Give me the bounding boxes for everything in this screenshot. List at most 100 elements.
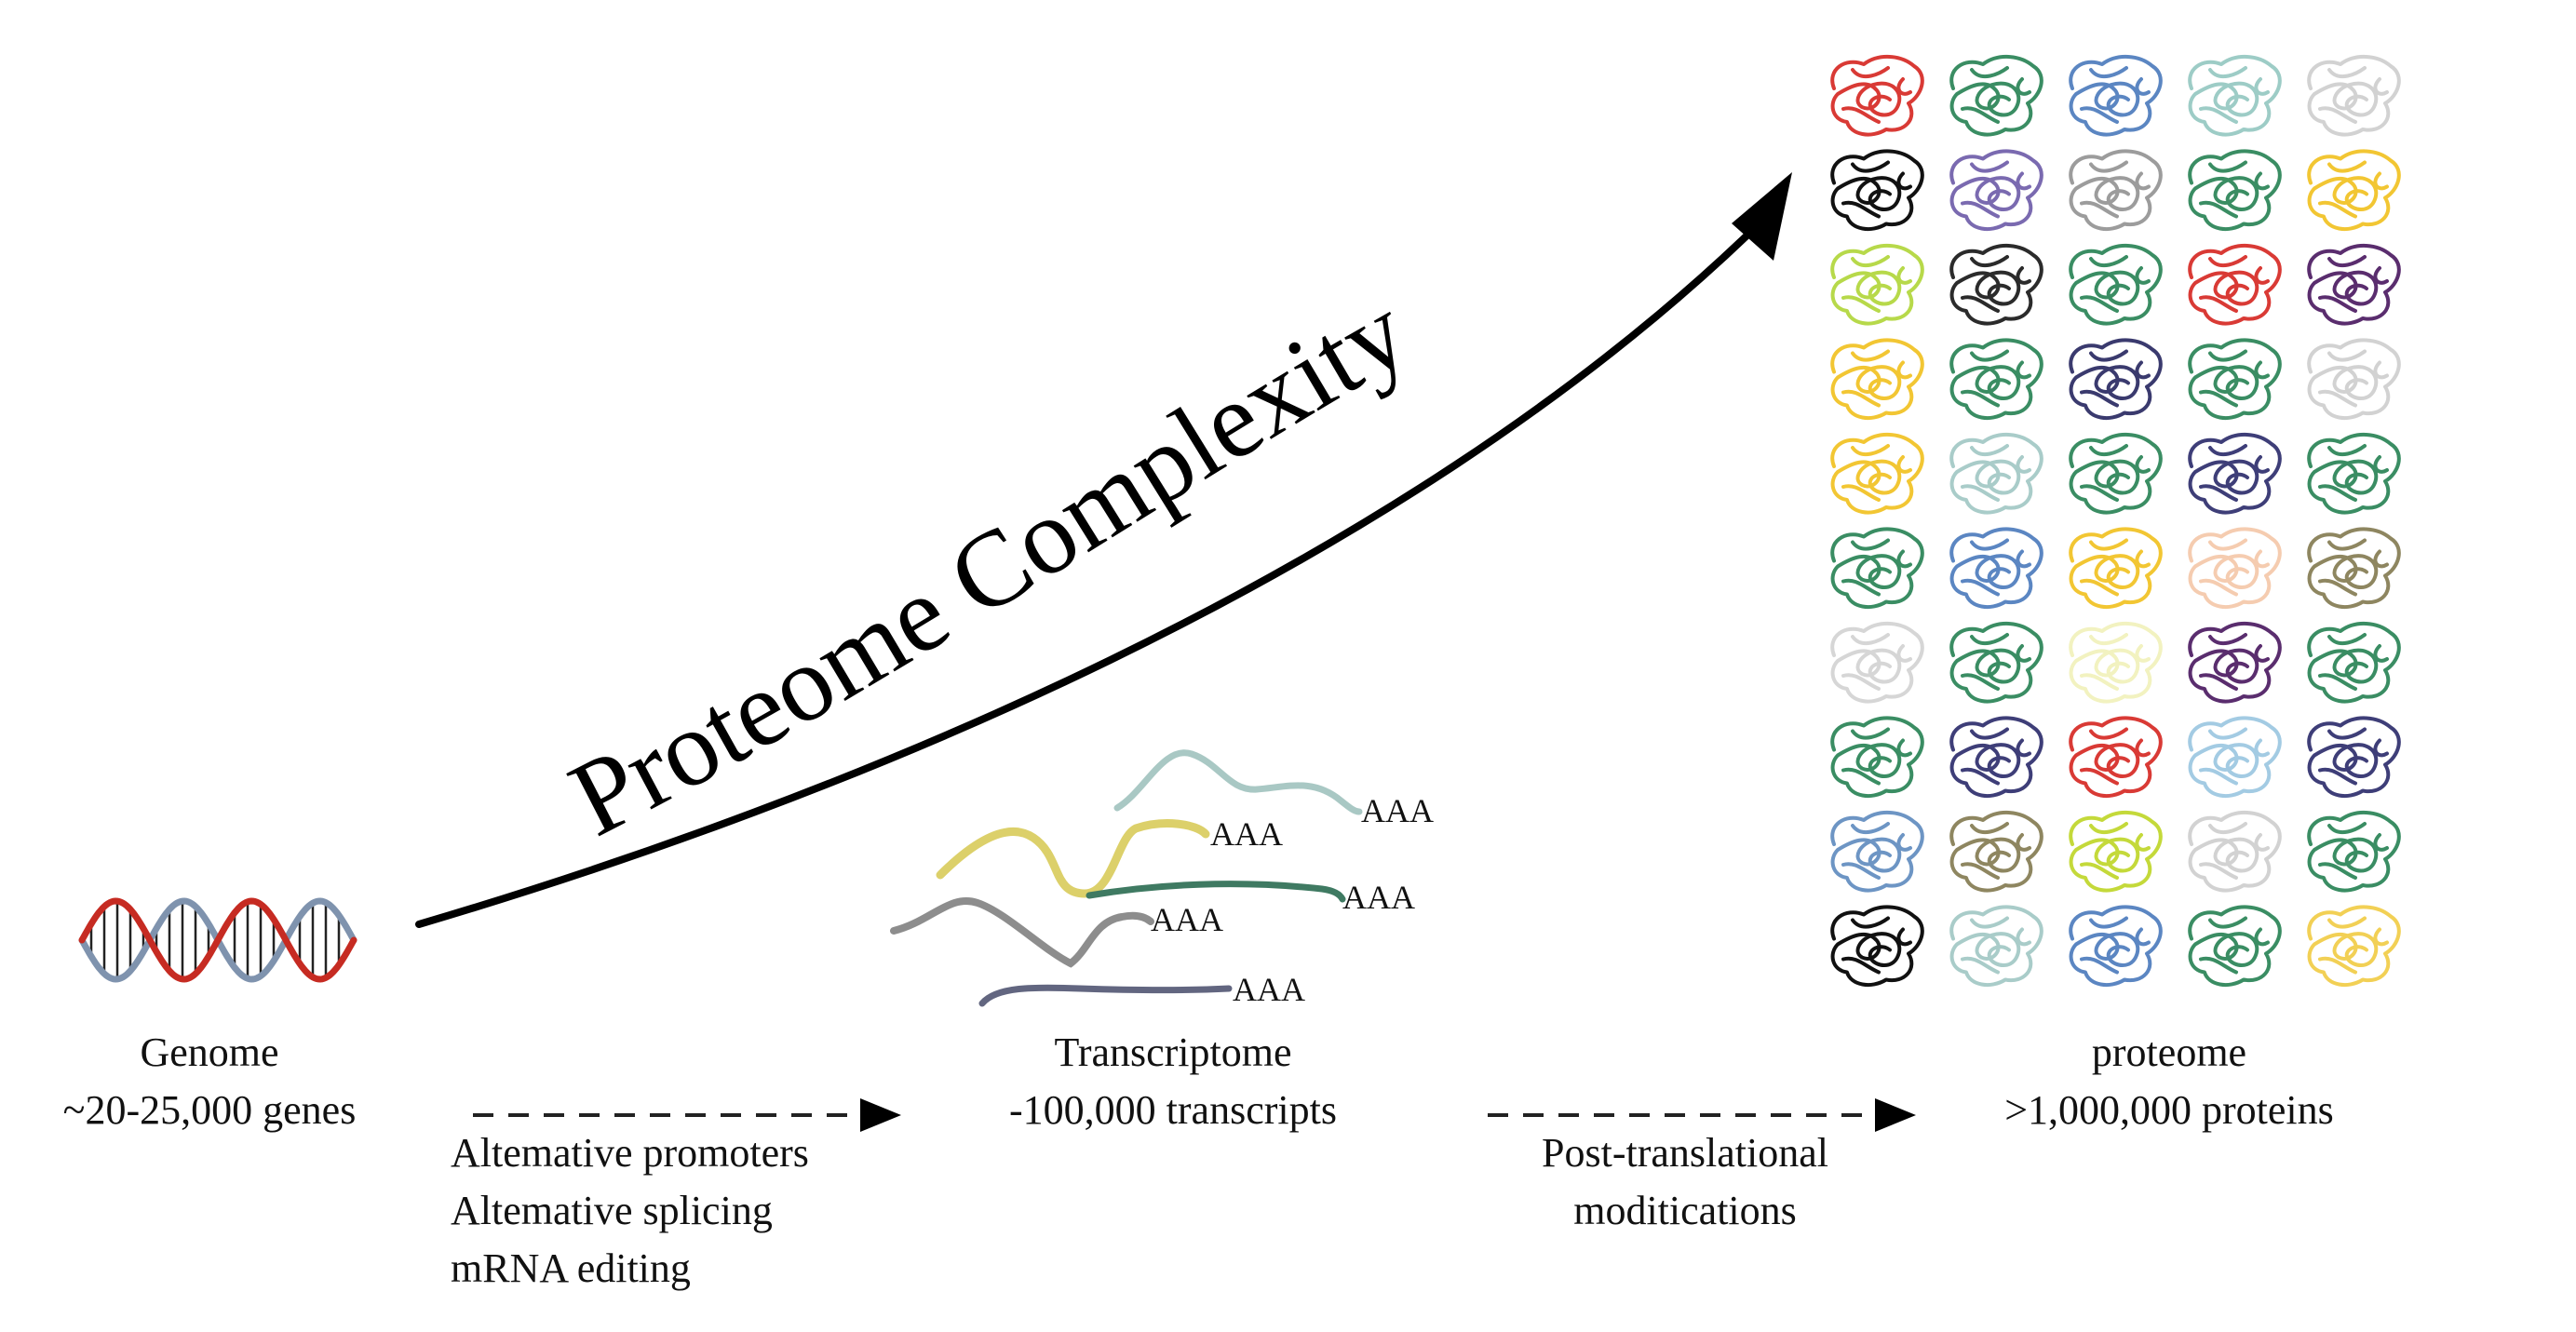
protein-chain bbox=[2069, 338, 2163, 421]
transcriptome-count: -100,000 transcripts bbox=[1009, 1087, 1337, 1133]
protein-icon bbox=[1949, 811, 2043, 893]
process-arrow-2 bbox=[1488, 1098, 1916, 1132]
protein-icon bbox=[2307, 149, 2401, 232]
process-item: mRNA editing bbox=[451, 1245, 691, 1291]
protein-icon bbox=[2307, 716, 2401, 799]
protein-icon bbox=[2069, 622, 2163, 704]
protein-chain bbox=[2307, 716, 2401, 799]
mrna-transcript bbox=[978, 984, 1233, 1007]
protein-icon bbox=[1949, 433, 2043, 515]
protein-icon bbox=[1949, 716, 2043, 799]
protein-icon bbox=[1830, 55, 1924, 137]
protein-icon bbox=[1949, 55, 2043, 137]
protein-chain bbox=[1830, 55, 1924, 137]
protein-grid bbox=[1830, 55, 2401, 988]
protein-chain bbox=[1830, 527, 1924, 610]
protein-icon bbox=[2188, 905, 2282, 988]
process-item: Post-translational bbox=[1542, 1130, 1828, 1176]
proteome-label: proteome >1,000,000 proteins bbox=[1955, 1024, 2383, 1139]
protein-icon bbox=[1830, 527, 1924, 610]
transcriptome-label: Transcriptome -100,000 transcripts bbox=[959, 1024, 1387, 1139]
protein-chain bbox=[1830, 905, 1924, 988]
mrna-transcript bbox=[1113, 749, 1363, 815]
protein-chain bbox=[1949, 622, 2043, 704]
polya-tail-label: AAA bbox=[1210, 815, 1283, 853]
protein-chain bbox=[2188, 527, 2282, 610]
proteome-name: proteome bbox=[2091, 1029, 2247, 1075]
protein-chain bbox=[2188, 338, 2282, 421]
protein-icon bbox=[1949, 905, 2043, 988]
protein-chain bbox=[1949, 811, 2043, 893]
protein-chain bbox=[2307, 811, 2401, 893]
protein-chain bbox=[2188, 149, 2282, 232]
protein-icon bbox=[1949, 244, 2043, 326]
protein-chain bbox=[1949, 716, 2043, 799]
protein-icon bbox=[2307, 622, 2401, 704]
protein-icon bbox=[1949, 622, 2043, 704]
transcription-processes: Altemative promoters Altemative splicing… bbox=[451, 1124, 897, 1298]
protein-icon bbox=[1830, 622, 1924, 704]
protein-chain bbox=[2188, 716, 2282, 799]
translation-processes: Post-translational moditications bbox=[1471, 1124, 1899, 1240]
protein-icon bbox=[1830, 338, 1924, 421]
protein-chain bbox=[1949, 527, 2043, 610]
protein-chain bbox=[1949, 149, 2043, 232]
protein-chain bbox=[2069, 55, 2163, 137]
protein-chain bbox=[2069, 716, 2163, 799]
protein-icon bbox=[1830, 149, 1924, 232]
protein-icon bbox=[2188, 244, 2282, 326]
protein-chain bbox=[1830, 244, 1924, 326]
protein-chain bbox=[1949, 433, 2043, 515]
protein-chain bbox=[1949, 905, 2043, 988]
mrna-transcript bbox=[936, 819, 1210, 898]
dna-strand-red bbox=[78, 897, 357, 983]
protein-chain bbox=[1949, 338, 2043, 421]
complexity-arrow-head bbox=[1732, 172, 1792, 261]
protein-icon bbox=[2188, 149, 2282, 232]
transcript-group: AAA AAA AAA AAA AAA bbox=[890, 749, 1434, 1008]
protein-chain bbox=[1830, 811, 1924, 893]
protein-chain bbox=[2307, 433, 2401, 515]
process-item: Altemative promoters bbox=[451, 1130, 809, 1176]
protein-icon bbox=[2307, 55, 2401, 137]
protein-chain bbox=[2188, 55, 2282, 137]
protein-chain bbox=[1830, 149, 1924, 232]
protein-chain bbox=[2069, 811, 2163, 893]
protein-icon bbox=[2188, 622, 2282, 704]
polya-tail-label: AAA bbox=[1233, 971, 1305, 1008]
protein-icon bbox=[2307, 811, 2401, 893]
mrna-transcript bbox=[1086, 881, 1346, 903]
protein-icon bbox=[1949, 527, 2043, 610]
protein-chain bbox=[2188, 433, 2282, 515]
protein-chain bbox=[1830, 716, 1924, 799]
polya-tail-label: AAA bbox=[1342, 879, 1415, 916]
process-item: Altemative splicing bbox=[451, 1188, 773, 1233]
protein-chain bbox=[1830, 433, 1924, 515]
protein-chain bbox=[2188, 811, 2282, 893]
protein-icon bbox=[2069, 55, 2163, 137]
dna-helix-icon bbox=[78, 897, 357, 983]
protein-chain bbox=[2188, 905, 2282, 988]
genome-label: Genome ~20-25,000 genes bbox=[19, 1024, 400, 1139]
protein-icon bbox=[2069, 527, 2163, 610]
protein-icon bbox=[1830, 811, 1924, 893]
protein-chain bbox=[1949, 244, 2043, 326]
protein-icon bbox=[1830, 244, 1924, 326]
protein-chain bbox=[2069, 527, 2163, 610]
process-arrow-head bbox=[860, 1098, 901, 1132]
protein-chain bbox=[2307, 149, 2401, 232]
protein-chain bbox=[2069, 433, 2163, 515]
protein-icon bbox=[2307, 905, 2401, 988]
process-arrow-1 bbox=[473, 1098, 901, 1132]
protein-chain bbox=[1830, 338, 1924, 421]
protein-icon bbox=[2069, 811, 2163, 893]
polya-tail-label: AAA bbox=[1151, 901, 1223, 938]
protein-icon bbox=[2069, 716, 2163, 799]
complexity-arrow bbox=[415, 220, 1763, 928]
protein-icon bbox=[1830, 716, 1924, 799]
protein-chain bbox=[2069, 622, 2163, 704]
protein-chain bbox=[2307, 244, 2401, 326]
mrna-transcript bbox=[890, 897, 1154, 968]
protein-icon bbox=[1830, 905, 1924, 988]
